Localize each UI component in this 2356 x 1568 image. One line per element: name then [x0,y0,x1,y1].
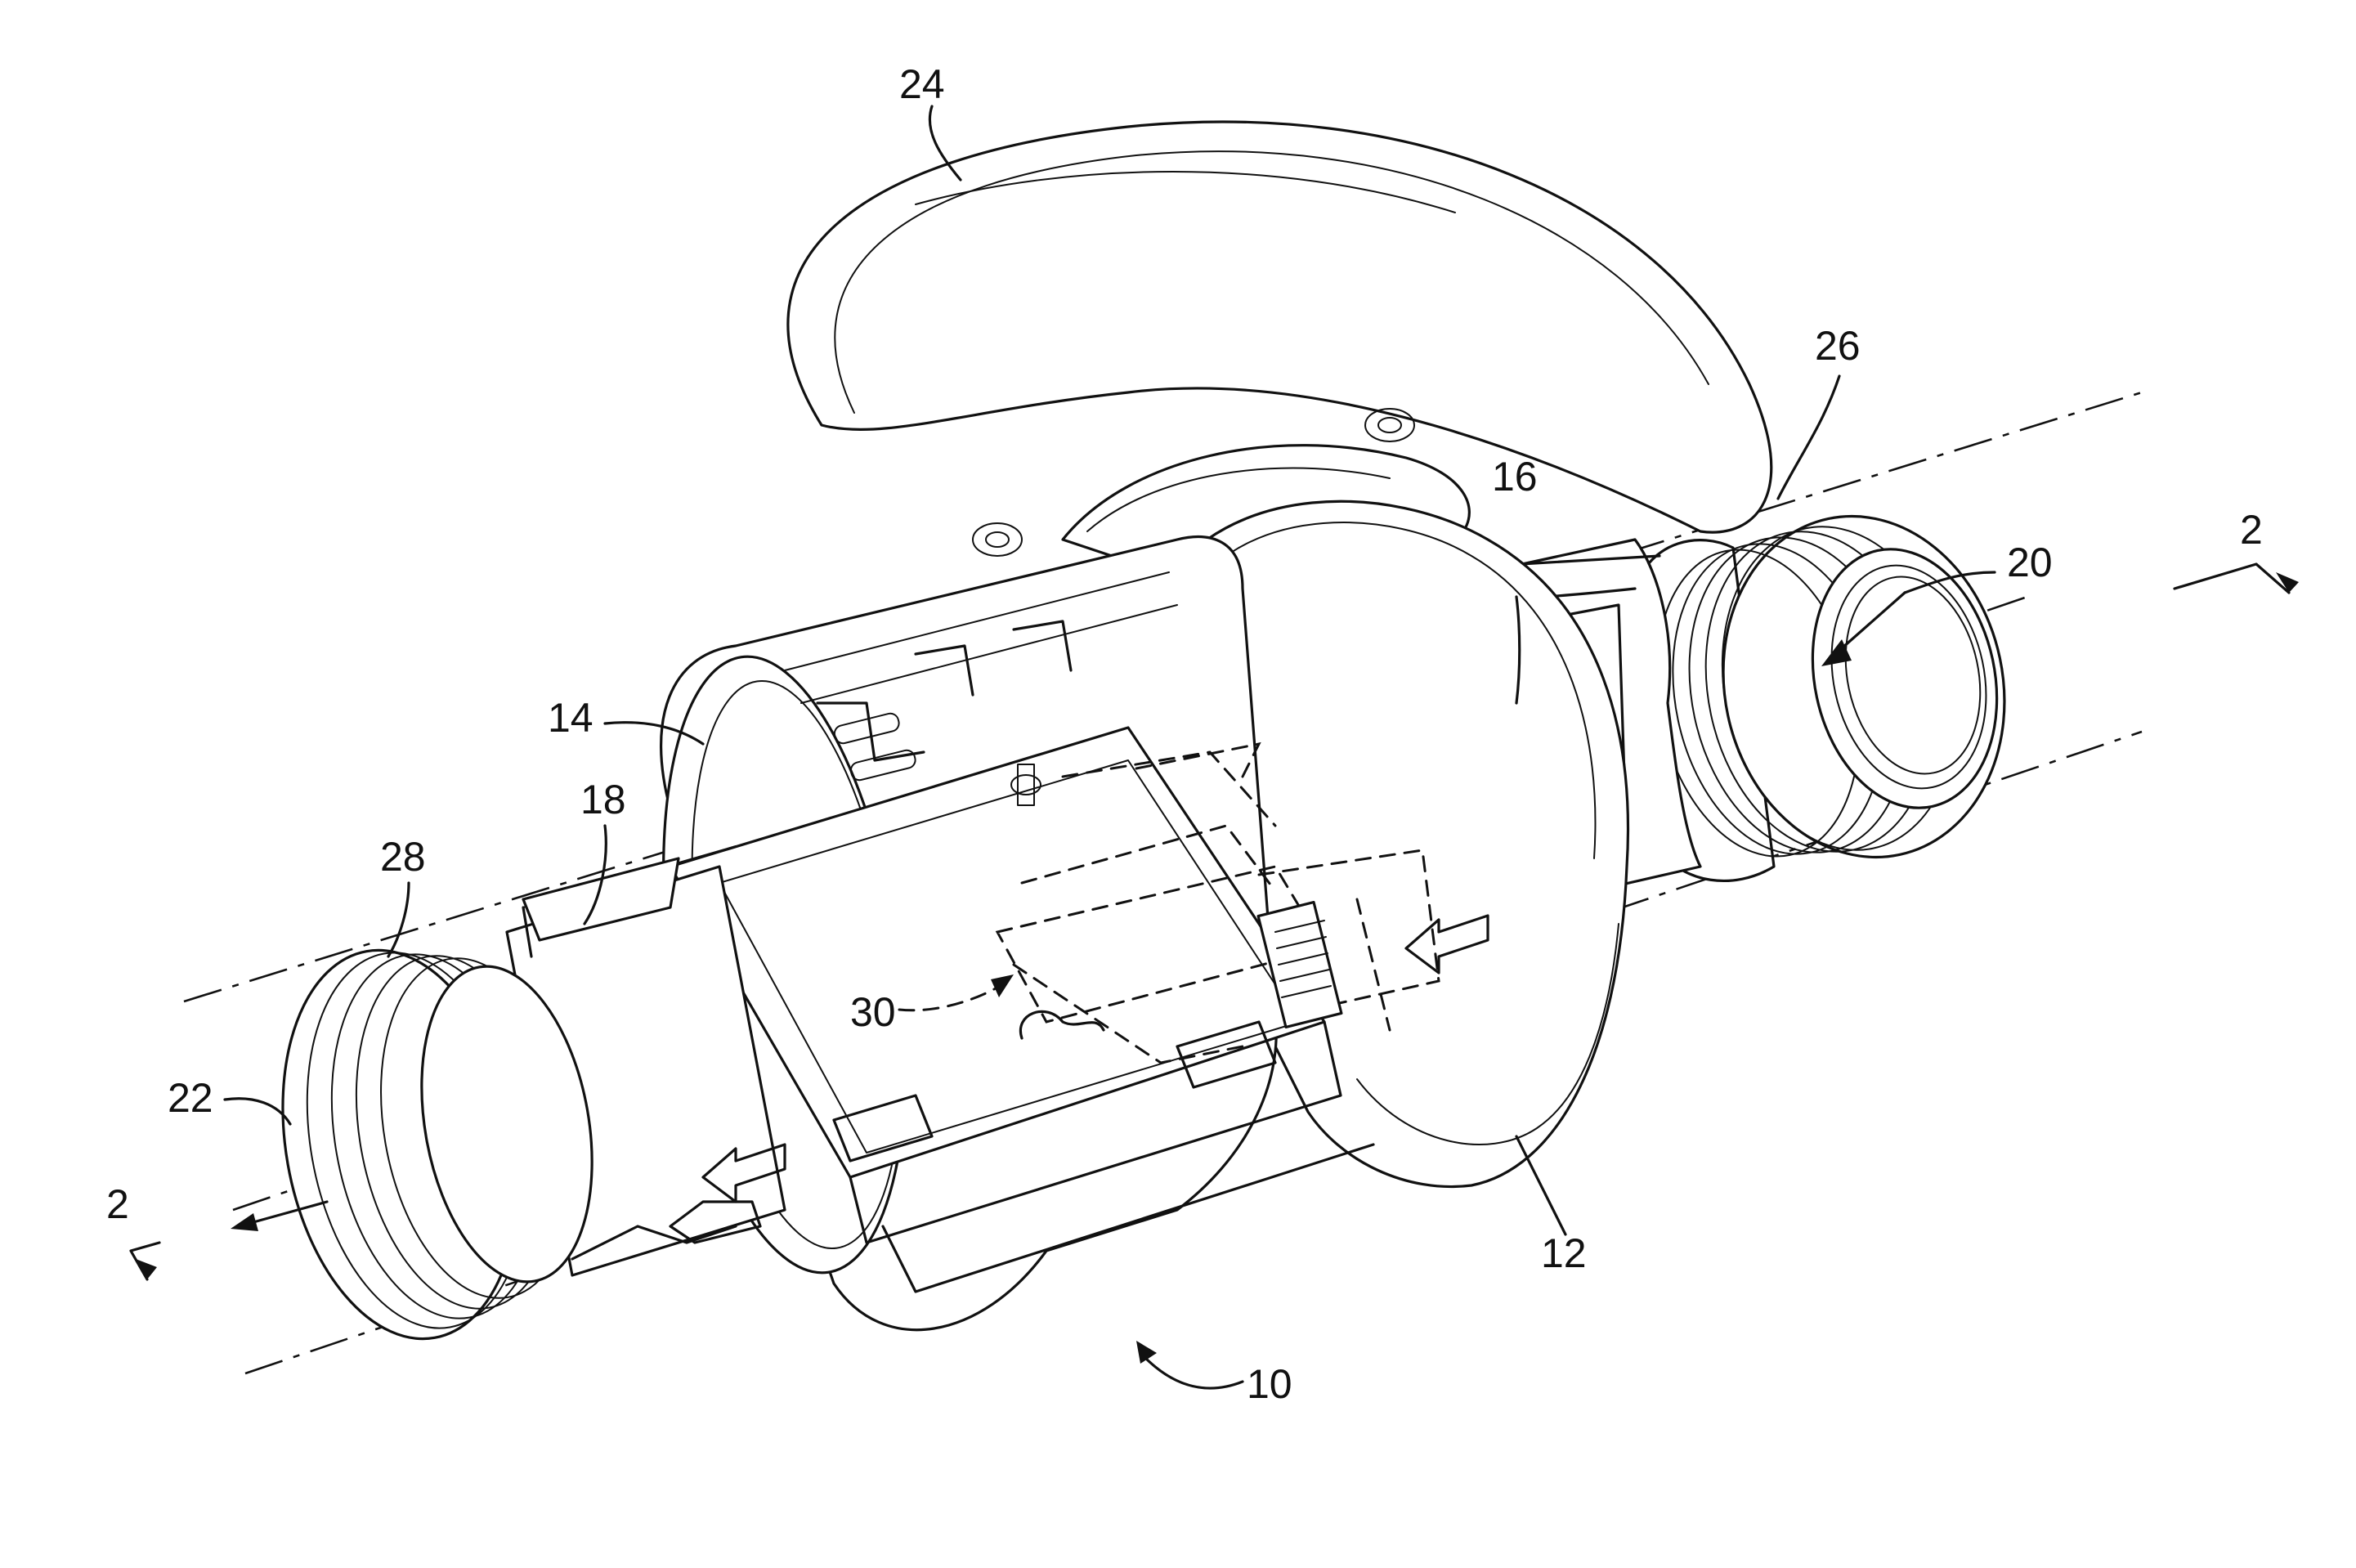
left-coupling-28 [253,846,785,1358]
right-coupling-26 [1629,490,2036,884]
numeral-20: 20 [2007,540,2053,585]
numeral-26: 26 [1815,323,1861,369]
numeral-24: 24 [899,61,945,107]
numeral-10: 10 [1247,1361,1292,1407]
numeral-16: 16 [1492,454,1538,500]
numeral-12: 12 [1541,1230,1587,1276]
numeral-14: 14 [548,695,593,741]
numeral-section-left: 2 [106,1181,129,1227]
numeral-22: 22 [168,1075,213,1121]
section-marker-right [2175,564,2299,593]
numeral-18: 18 [580,777,626,822]
numeral-28: 28 [380,834,426,880]
numeral-section-right: 2 [2240,507,2263,553]
section-marker-left [131,1243,159,1279]
numeral-30: 30 [850,989,896,1035]
